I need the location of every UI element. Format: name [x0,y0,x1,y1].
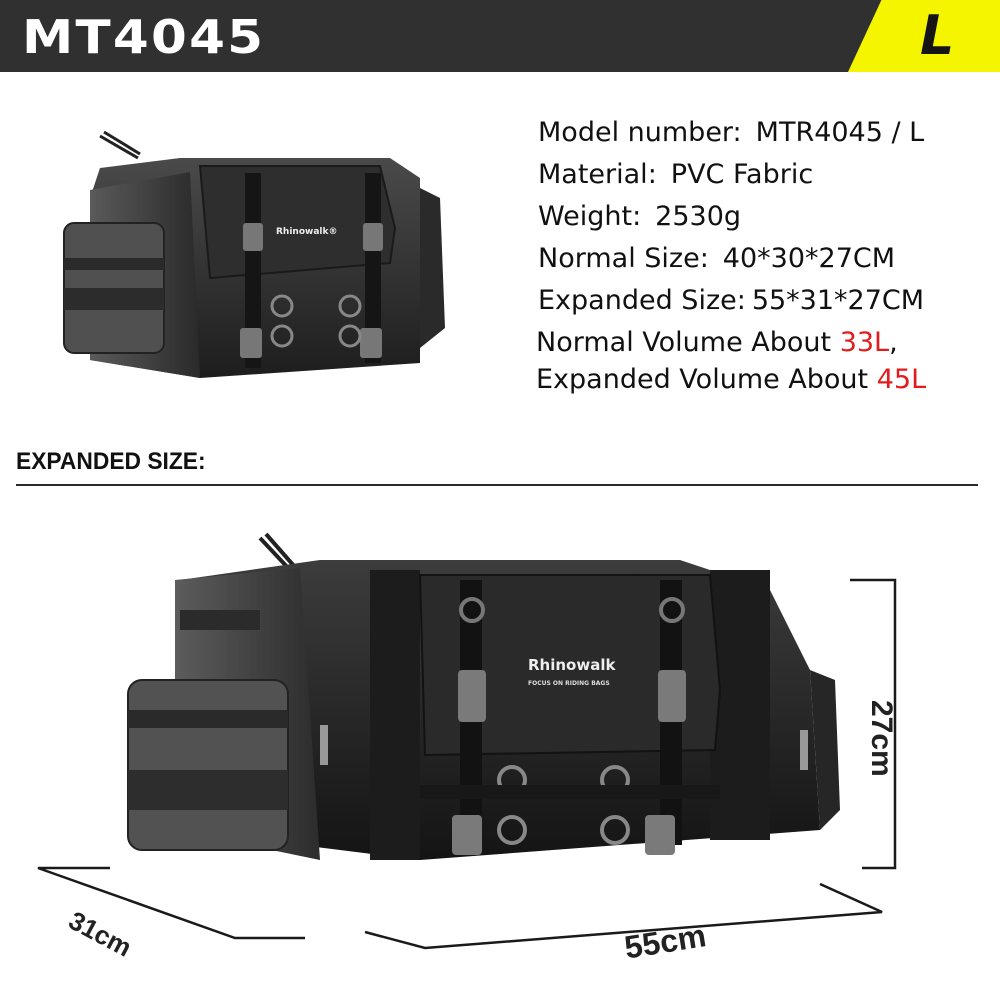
brand-logo: Rhinowalk [528,656,616,674]
spec-expanded-size: Expanded Size:55*31*27CM [538,285,925,316]
spec-expanded-volume: Expanded Volume About 45L [536,364,927,395]
spec-normal-size: Normal Size:40*30*27CM [538,243,896,274]
product-image-expanded: Rhinowalk FOCUS ON RIDING BAGS [120,530,850,865]
brand-tagline: FOCUS ON RIDING BAGS [528,680,610,687]
model-title: MT4045 [22,10,266,64]
expanded-volume-value: 45L [876,364,927,395]
brand-logo-small: Rhinowalk® [276,227,337,237]
section-divider [16,484,978,486]
expanded-size-heading: EXPANDED SIZE: [16,448,206,475]
header-banner: MT4045 L [0,0,1000,72]
normal-volume-value: 33L [839,327,890,358]
product-image-normal: Rhinowalk® [60,128,460,380]
dimension-height-label: 27cm [865,700,898,777]
spec-material: Material:PVC Fabric [538,159,814,190]
spec-weight: Weight:2530g [538,201,742,232]
spec-list: Model number:MTR4045 / L Material:PVC Fa… [536,112,988,398]
size-badge-label: L [920,4,955,67]
spec-model-number: Model number:MTR4045 / L [538,117,925,148]
spec-normal-volume: Normal Volume About 33L, [536,327,898,358]
bag-illustration-normal: Rhinowalk® [63,130,445,378]
bag-illustration-expanded: Rhinowalk FOCUS ON RIDING BAGS [127,532,840,860]
